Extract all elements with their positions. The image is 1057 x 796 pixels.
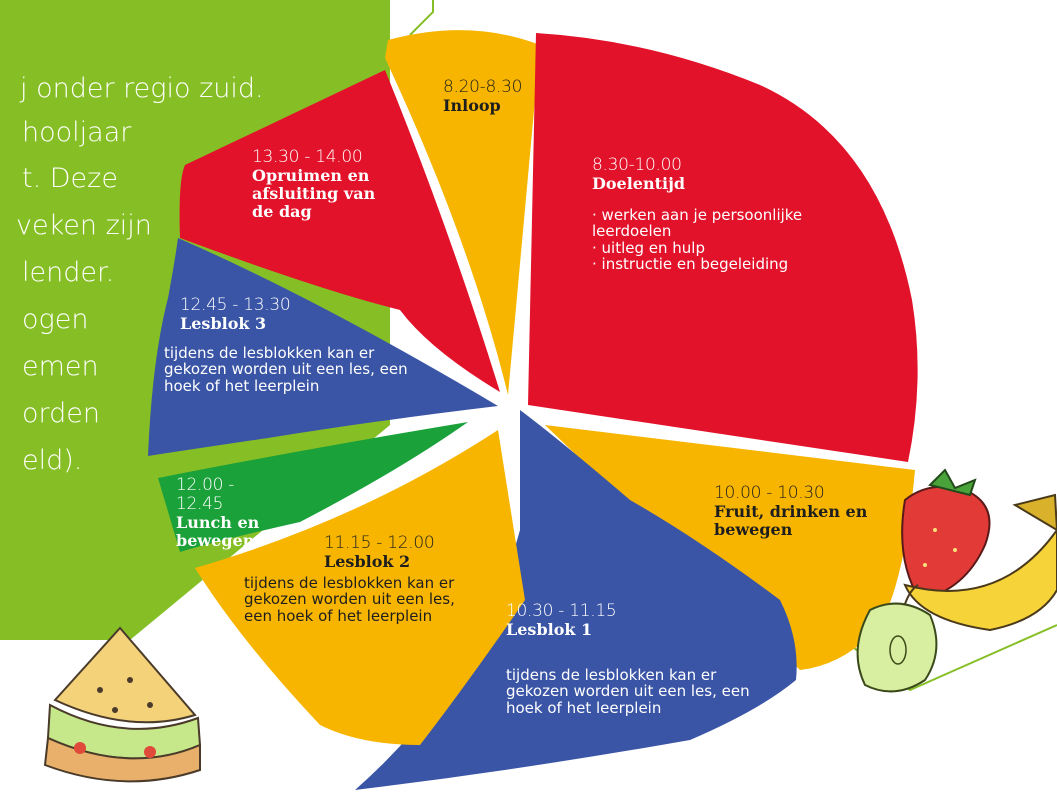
label-fruit: 10.00 - 10.30 Fruit, drinken en bewegen	[714, 483, 874, 539]
intro-line: j onder regio zuid.	[20, 73, 264, 104]
bullet-item: instructie en begeleiding	[592, 256, 852, 273]
segment-time: 12.45 - 13.30	[180, 295, 291, 315]
segment-time: 8.30-10.00	[592, 155, 682, 175]
bullet-item: werken aan je persoonlijke leerdoelen	[592, 207, 852, 240]
intro-line: eld).	[22, 445, 83, 476]
intro-line: lender.	[22, 257, 115, 288]
label-lesblok3: 12.45 - 13.30 Lesblok 3 tijdens de lesbl…	[164, 295, 424, 395]
segment-title: Lunch en bewegen	[176, 513, 260, 550]
wedge-lesblok1	[355, 410, 797, 790]
segment-time: 13.30 - 14.00	[252, 147, 363, 167]
intro-line: ogen	[22, 304, 89, 335]
label-opruimen: 13.30 - 14.00 Opruimen en afsluiting van…	[252, 147, 402, 221]
segment-title: Lesblok 3	[180, 314, 267, 334]
wedge-lesblok2	[195, 430, 525, 745]
intro-line: veken zijn	[16, 210, 152, 241]
label-doelentijd: 8.30-10.00 Doelentijd werken aan je pers…	[592, 155, 852, 273]
segment-time: 10.00 - 10.30	[714, 483, 825, 503]
intro-line: t. Deze	[22, 163, 118, 194]
segment-title: Doelentijd	[592, 174, 686, 194]
segment-desc: tijdens de lesblokken kan er gekozen wor…	[244, 573, 455, 625]
segment-desc: tijdens de lesblokken kan er gekozen wor…	[164, 343, 408, 395]
wedge-lunch	[158, 422, 468, 552]
segment-title: Opruimen en afsluiting van de dag	[252, 166, 376, 221]
segment-title: Lesblok 1	[506, 620, 593, 640]
segment-desc: tijdens de lesblokken kan er gekozen wor…	[506, 665, 750, 717]
decor-line	[409, 0, 434, 36]
intro-line: hooljaar	[22, 117, 132, 148]
apple-icon	[856, 584, 938, 693]
label-lesblok1: 10.30 - 11.15 Lesblok 1 tijdens de lesbl…	[506, 601, 766, 717]
segment-time: 8.20-8.30	[443, 77, 523, 97]
wedge-lesblok3	[148, 238, 498, 456]
segment-title: Inloop	[443, 96, 501, 116]
strawberry-icon	[901, 468, 991, 602]
segment-time: 10.30 - 11.15	[506, 601, 617, 621]
segment-time: 12.00 - 12.45	[176, 475, 235, 515]
wedge-fruit	[545, 425, 915, 670]
intro-line: emen	[22, 351, 99, 382]
doelentijd-bullets: werken aan je persoonlijke leerdoelen ui…	[592, 207, 852, 273]
wedge-opruimen	[179, 70, 501, 392]
segment-title: Lesblok 2	[324, 552, 411, 572]
label-lesblok2: 11.15 - 12.00 Lesblok 2 tijdens de lesbl…	[244, 533, 459, 625]
intro-line: orden	[22, 398, 101, 429]
label-lunch: 12.00 - 12.45 Lunch en bewegen	[176, 475, 286, 550]
sandwich-icon	[43, 626, 202, 783]
segment-time: 11.15 - 12.00	[324, 533, 435, 553]
wedge-inloop	[385, 30, 540, 396]
banana-icon	[903, 493, 1057, 632]
label-inloop: 8.20-8.30 Inloop	[443, 77, 543, 116]
bullet-item: uitleg en hulp	[592, 240, 852, 257]
segment-title: Fruit, drinken en bewegen	[714, 502, 868, 539]
